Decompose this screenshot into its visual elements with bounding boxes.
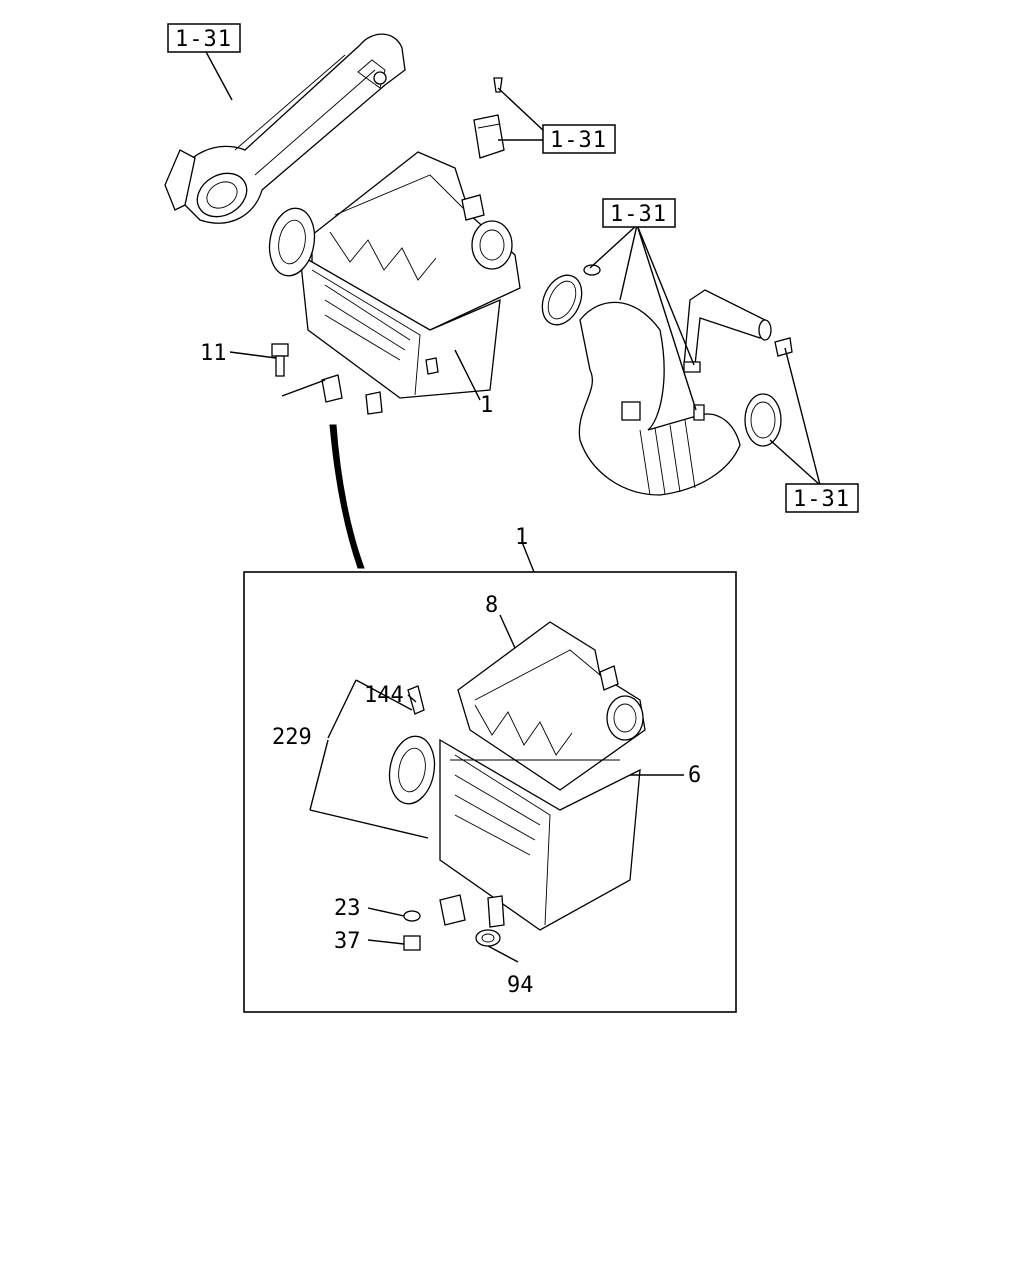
ref-label: 1-31 — [550, 128, 607, 153]
air-cleaner-assembly-upper — [268, 151, 521, 415]
airflow-sensor — [473, 77, 505, 159]
ref-box-hose: 1-31 — [602, 198, 676, 228]
intake-hose-right — [541, 264, 793, 496]
detail-frame — [243, 571, 737, 1013]
ref-box-top-left: 1-31 — [167, 23, 241, 53]
part-number-11: 11 — [200, 341, 227, 366]
part-number-8: 8 — [485, 593, 498, 618]
ref-label: 1-31 — [610, 202, 667, 227]
part-number-229: 229 — [272, 725, 312, 750]
air-cleaner-assembly-detail — [388, 621, 646, 931]
part-number-1-upper: 1 — [480, 393, 493, 418]
upper-leader-lines — [204, 49, 821, 486]
part-number-94: 94 — [507, 973, 534, 998]
ref-label: 1-31 — [175, 27, 232, 52]
detail-link-arc — [329, 424, 365, 569]
detail-leader-lines — [309, 614, 684, 963]
bolt-11 — [271, 343, 289, 377]
detail-frame-leader — [521, 541, 535, 573]
ref-box-sensor: 1-31 — [542, 124, 616, 154]
ref-box-bottom-right: 1-31 — [785, 483, 859, 513]
part-number-6: 6 — [688, 763, 701, 788]
detail-small-parts — [403, 910, 501, 951]
part-number-37: 37 — [334, 929, 361, 954]
part-number-144: 144 — [364, 683, 404, 708]
intake-duct-upper — [164, 33, 406, 224]
ref-label: 1-31 — [793, 487, 850, 512]
part-number-1-detail: 1 — [515, 525, 528, 550]
part-number-23: 23 — [334, 896, 361, 921]
